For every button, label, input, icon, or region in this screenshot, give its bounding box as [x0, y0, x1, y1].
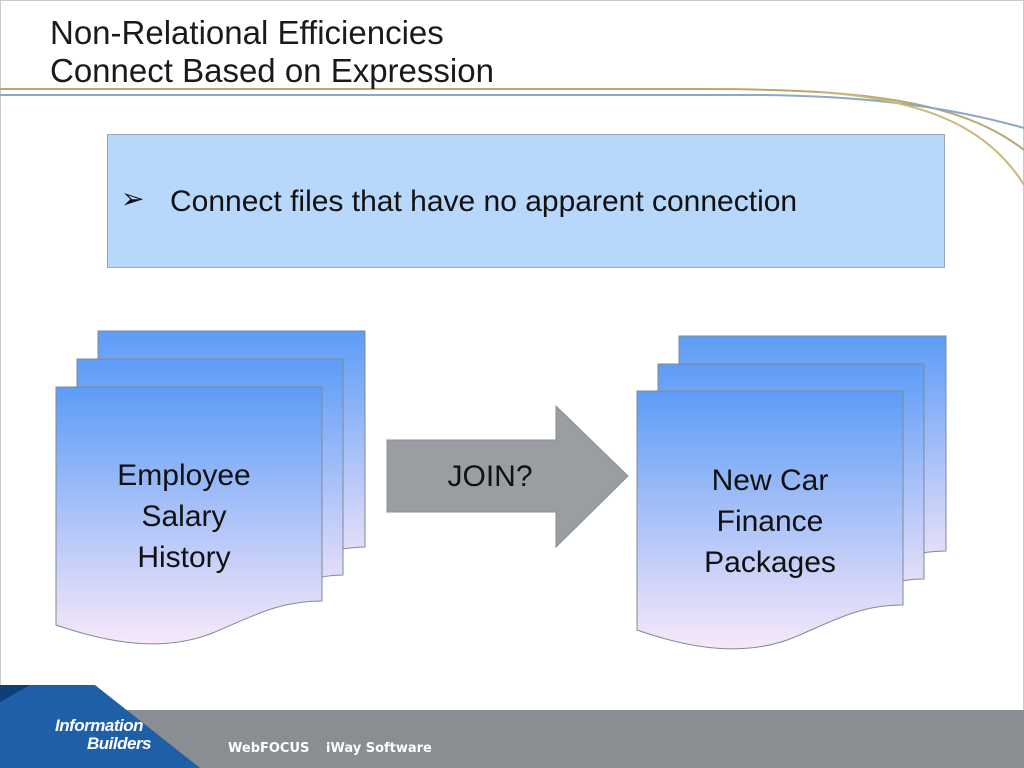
- brand-line-1: Information: [55, 716, 144, 735]
- slide-title: Non-Relational Efficiencies Connect Base…: [50, 14, 494, 90]
- brand-line-2: Builders: [87, 734, 152, 753]
- footer-bar: [0, 685, 1024, 768]
- left-document-label: Employee Salary History: [117, 459, 251, 574]
- bullet-text: Connect files that have no apparent conn…: [170, 185, 798, 218]
- title-line-1: Non-Relational Efficiencies: [50, 14, 444, 51]
- footer-link-webfocus[interactable]: WebFOCUS: [228, 741, 310, 756]
- title-line-2: Connect Based on Expression: [50, 52, 494, 89]
- bullet-box: ➢ Connect files that have no apparent co…: [107, 134, 945, 268]
- information-builders-logo: Information Builders: [55, 716, 152, 753]
- right-document-stack: [636, 335, 947, 650]
- join-diagram: [55, 330, 947, 650]
- footer-link-iway[interactable]: iWay Software: [326, 741, 432, 756]
- right-document-label: New Car Finance Packages: [704, 464, 836, 579]
- left-doc-front: [55, 386, 323, 645]
- arrow-bullet-icon: ➢: [121, 182, 145, 215]
- header-swoosh-lines: [0, 88, 1024, 186]
- left-document-stack: [55, 330, 366, 645]
- join-arrow: [386, 404, 629, 549]
- join-label: JOIN?: [447, 460, 533, 493]
- right-doc-front: [636, 390, 904, 650]
